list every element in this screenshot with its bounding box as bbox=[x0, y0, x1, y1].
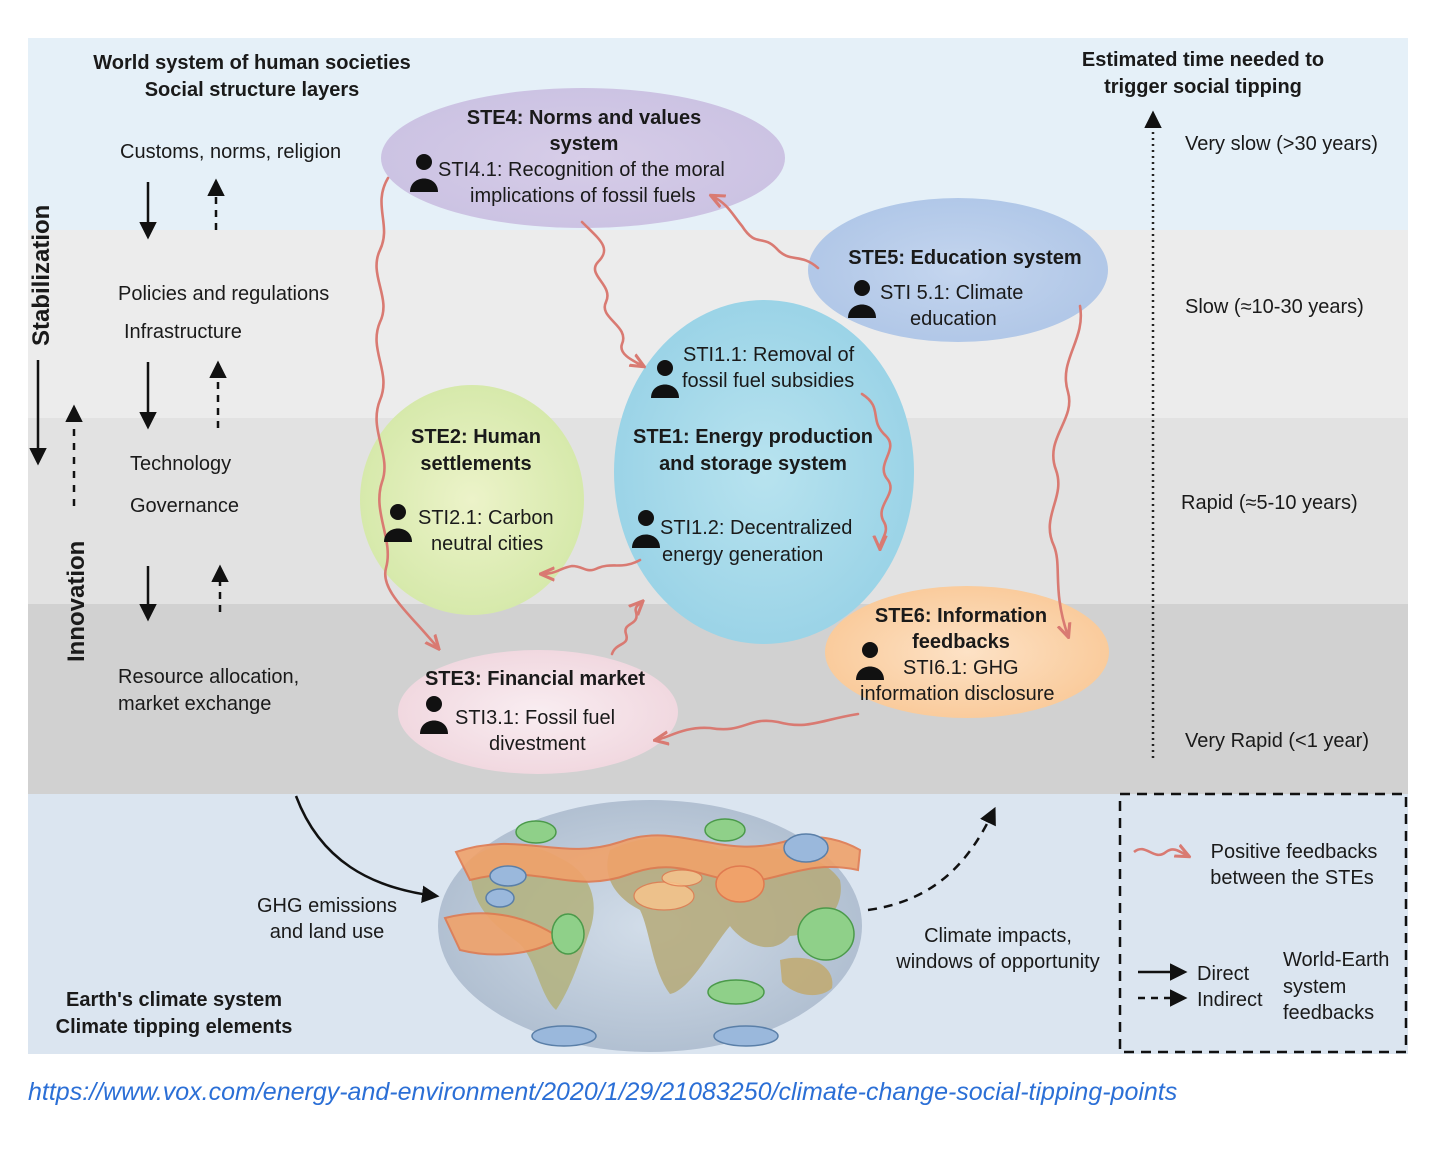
ste4-actor-icon bbox=[410, 154, 438, 192]
source-link[interactable]: https://www.vox.com/energy-and-environme… bbox=[28, 1078, 1178, 1106]
ste6-sti-line2: information disclosure bbox=[860, 683, 1055, 705]
ste4-ellipse bbox=[381, 88, 785, 228]
legend-box bbox=[1118, 792, 1408, 1054]
layer-infrastructure-label: Infrastructure bbox=[124, 321, 242, 343]
layer-governance-label: Governance bbox=[130, 495, 239, 517]
earth-climate-system-label: Earth's climate system bbox=[66, 989, 282, 1011]
world-tipping-map bbox=[438, 800, 862, 1052]
ste5-title: STE5: Education system bbox=[848, 247, 1081, 269]
ste2-actor-icon bbox=[384, 504, 412, 542]
ste1-sti12-line1: STI1.2: Decentralized bbox=[660, 517, 852, 539]
ste6-title-line2: feedbacks bbox=[912, 631, 1010, 653]
ste1-sti12-actor-icon bbox=[632, 510, 660, 548]
ste2-ellipse bbox=[360, 385, 584, 615]
ghg-emissions-arrow bbox=[294, 795, 440, 903]
ste4-title-line2: system bbox=[550, 133, 619, 155]
feedback-ste6-to-ste3 bbox=[656, 712, 860, 740]
ste2-title-line2: settlements bbox=[420, 453, 531, 475]
ste1-sti11-line1: STI1.1: Removal of bbox=[683, 344, 855, 366]
legend-positive-feedbacks-label: Positive feedbacks bbox=[1211, 841, 1378, 863]
windows-of-opportunity-label: windows of opportunity bbox=[895, 951, 1099, 973]
ste3-title: STE3: Financial market bbox=[425, 668, 645, 690]
stabilization-label: Stabilization bbox=[28, 205, 55, 346]
ste4-sti-line1: STI4.1: Recognition of the moral bbox=[438, 159, 725, 181]
layer-resource-label: Resource allocation, bbox=[118, 666, 299, 688]
legend-direct-label: Direct bbox=[1197, 963, 1250, 985]
climate-impacts-arrow bbox=[867, 806, 996, 912]
feedback-ste5-to-ste4 bbox=[712, 196, 820, 270]
time-needed-heading: Estimated time needed to bbox=[1082, 49, 1324, 71]
ste5-actor-icon bbox=[848, 280, 876, 318]
ste3-sti-line1: STI3.1: Fossil fuel bbox=[455, 707, 615, 729]
social-structure-heading: Social structure layers bbox=[145, 79, 360, 101]
world-system-heading: World system of human societies bbox=[93, 52, 411, 74]
ste6-actor-icon bbox=[856, 642, 884, 680]
ste3-actor-icon bbox=[420, 696, 448, 734]
ste5-sti-line2: education bbox=[910, 308, 997, 330]
ste4-title: STE4: Norms and values bbox=[467, 107, 702, 129]
ste1-sti12-line2: energy generation bbox=[662, 544, 823, 566]
ste3-sti-line2: divestment bbox=[489, 733, 586, 755]
climate-impacts-label: Climate impacts, bbox=[924, 925, 1072, 947]
layer-technology-label: Technology bbox=[130, 453, 231, 475]
legend-indirect-label: Indirect bbox=[1197, 989, 1263, 1011]
ste1-ellipse bbox=[614, 300, 914, 644]
feedback-ste4-to-ste1 bbox=[580, 220, 643, 366]
layer-policies-label: Policies and regulations bbox=[118, 283, 329, 305]
ste1-title: STE1: Energy production bbox=[633, 426, 873, 448]
timescale-very-slow: Very slow (>30 years) bbox=[1185, 133, 1378, 155]
land-use-label: and land use bbox=[270, 921, 385, 943]
timescale-very-rapid: Very Rapid (<1 year) bbox=[1185, 730, 1369, 752]
timescale-rapid: Rapid (≈5-10 years) bbox=[1181, 492, 1358, 514]
feedback-ste1-internal bbox=[860, 392, 892, 548]
layer-market-label: market exchange bbox=[118, 693, 271, 715]
legend-positive-feedback-icon bbox=[1133, 849, 1188, 856]
ste2-sti-line1: STI2.1: Carbon bbox=[418, 507, 554, 529]
ste6-sti-line1: STI6.1: GHG bbox=[903, 657, 1019, 679]
ste6-title: STE6: Information bbox=[875, 605, 1047, 627]
ghg-emissions-label: GHG emissions bbox=[257, 895, 397, 917]
ste6-ellipse bbox=[825, 586, 1109, 718]
timescale-slow: Slow (≈10-30 years) bbox=[1185, 296, 1364, 318]
climate-tipping-elements-label: Climate tipping elements bbox=[56, 1016, 293, 1038]
ste4-sti-line2: implications of fossil fuels bbox=[470, 185, 696, 207]
ste2-title: STE2: Human bbox=[411, 426, 541, 448]
ste1-sti11-actor-icon bbox=[651, 360, 679, 398]
legend-between-stes-label: between the STEs bbox=[1210, 867, 1373, 889]
feedback-ste4-to-ste3 bbox=[375, 176, 438, 648]
layer-customs-label: Customs, norms, religion bbox=[120, 141, 341, 163]
feedback-ste1-to-ste2 bbox=[542, 558, 642, 574]
ste1-title-line2: and storage system bbox=[659, 453, 847, 475]
innovation-label: Innovation bbox=[63, 541, 90, 662]
legend-world-earth-label: World-Earth bbox=[1283, 949, 1389, 971]
feedback-ste5-to-ste6 bbox=[1048, 304, 1083, 636]
ste3-ellipse bbox=[398, 650, 678, 774]
feedback-ste3-to-ste1 bbox=[610, 602, 642, 656]
ste5-sti-line1: STI 5.1: Climate bbox=[880, 282, 1023, 304]
ste5-ellipse bbox=[808, 198, 1108, 342]
legend-feedbacks-label: feedbacks bbox=[1283, 1002, 1374, 1024]
trigger-tipping-heading: trigger social tipping bbox=[1104, 76, 1302, 98]
legend-system-label: system bbox=[1283, 976, 1346, 998]
ste1-sti11-line2: fossil fuel subsidies bbox=[682, 370, 854, 392]
ste2-sti-line2: neutral cities bbox=[431, 533, 543, 555]
